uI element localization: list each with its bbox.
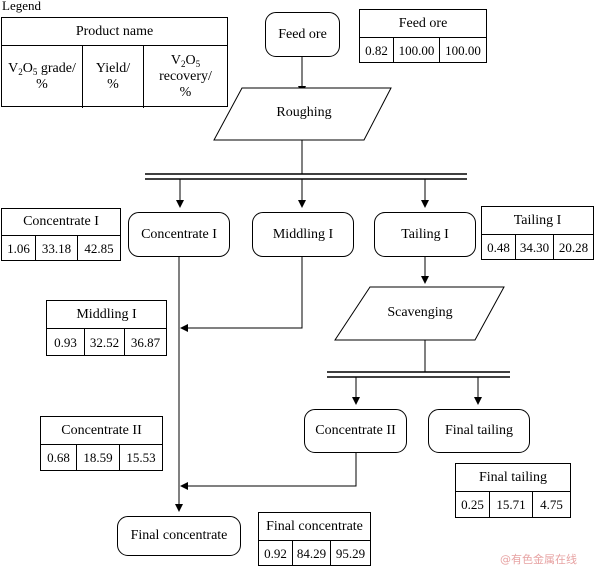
cell-grade: 0.82 — [360, 38, 394, 63]
cell-yield: 100.00 — [394, 38, 440, 63]
table-concentrate-2: Concentrate II 0.68 18.59 15.53 — [40, 416, 163, 471]
node-final-concentrate: Final concentrate — [117, 516, 241, 556]
cell-recovery: 95.29 — [335, 546, 366, 561]
cell-grade: 0.25 — [456, 492, 490, 518]
node-middling-1: Middling I — [252, 212, 354, 257]
cell-grade: 0.68 — [41, 445, 77, 471]
cell-grade: 0.92 — [259, 541, 293, 566]
roughing-shape — [213, 87, 392, 141]
cell-yield: 84.29 — [293, 541, 331, 566]
watermark: @有色金属在线 — [500, 553, 577, 566]
cell-recovery: 36.87 — [130, 335, 161, 350]
node-final-tailing: Final tailing — [428, 409, 530, 453]
table-final-concentrate: Final concentrate 0.92 84.29 95.29 — [258, 512, 371, 566]
table-concentrate-1: Concentrate I 1.06 33.18 42.85 — [1, 208, 121, 261]
cell-recovery: 42.85 — [84, 241, 114, 256]
cell-grade: 0.48 — [482, 235, 516, 260]
arrow-concentrate-2-join — [180, 451, 357, 490]
cell-grade: 1.06 — [2, 236, 36, 261]
table-feed-ore: Feed ore 0.82 100.00 100.00 — [359, 9, 487, 63]
cell-yield: 34.30 — [516, 235, 554, 260]
cell-grade: 0.93 — [47, 329, 85, 356]
cell-recovery: 100.00 — [445, 43, 481, 58]
table-final-tailing: Final tailing 0.25 15.71 4.75 — [455, 463, 571, 518]
arrow-middling-1-join — [180, 257, 303, 332]
scavenging-shape — [334, 286, 505, 341]
legend-header: Product name — [2, 18, 227, 46]
table-middling-1: Middling I 0.93 32.52 36.87 — [46, 300, 167, 356]
cell-yield: 15.71 — [490, 492, 533, 518]
cell-yield: 33.18 — [36, 236, 78, 261]
cell-recovery: 4.75 — [540, 497, 563, 512]
cell-recovery: 20.28 — [558, 240, 589, 255]
cell-recovery: 15.53 — [126, 450, 156, 465]
node-concentrate-1: Concentrate I — [128, 212, 230, 257]
node-concentrate-2: Concentrate II — [304, 409, 407, 453]
node-roughing: Roughing — [276, 105, 332, 120]
node-tailing-1: Tailing I — [374, 212, 476, 257]
table-tailing-1: Tailing I 0.48 34.30 20.28 — [481, 206, 594, 260]
node-scavenging: Scavenging — [387, 305, 453, 320]
legend-col-yield: Yield/% — [83, 46, 144, 108]
legend-col-grade: V2O5 grade/% — [2, 46, 83, 108]
legend-title: Legend — [2, 0, 41, 13]
cell-yield: 32.52 — [85, 329, 125, 356]
cell-yield: 18.59 — [77, 445, 120, 471]
node-feed-ore: Feed ore — [265, 12, 340, 57]
